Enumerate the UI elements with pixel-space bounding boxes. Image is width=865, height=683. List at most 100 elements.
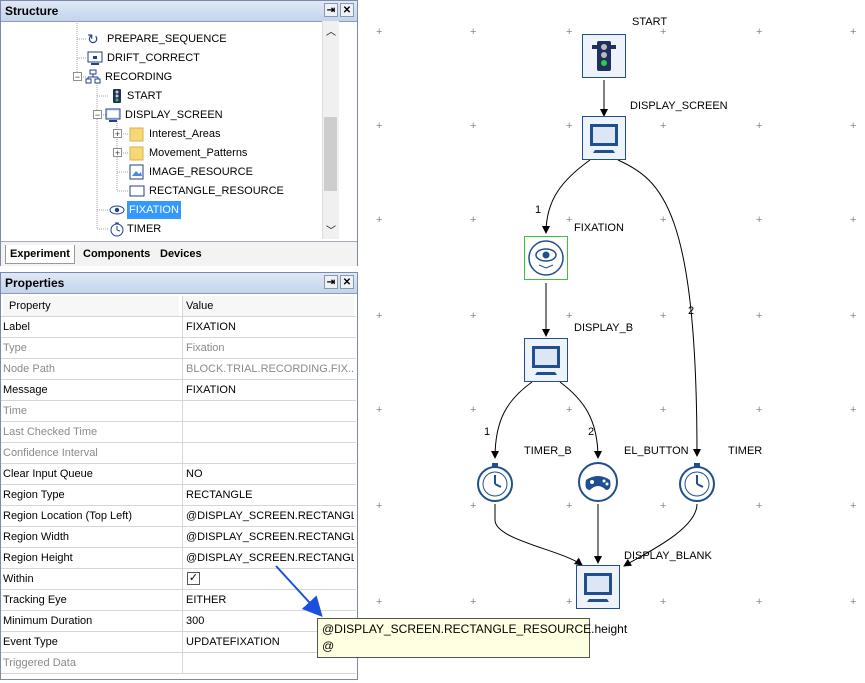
image-icon xyxy=(129,164,144,180)
grid-mark: + xyxy=(850,214,857,226)
table-row[interactable]: Last Checked Time xyxy=(1,422,356,443)
grid-mark: + xyxy=(660,120,667,132)
grid-mark: + xyxy=(376,500,383,512)
grid-mark: + xyxy=(566,214,573,226)
display-b-node[interactable] xyxy=(524,338,568,382)
edge-timerb-blank xyxy=(494,504,583,566)
pin-button[interactable]: ⇥ xyxy=(324,3,338,17)
grid-mark: + xyxy=(756,596,763,608)
grid-mark: + xyxy=(660,214,667,226)
monitor-icon xyxy=(87,51,103,65)
tooltip-line-1: @DISPLAY_SCREEN.RECTANGLE_RESOURCE.heigh… xyxy=(322,622,628,636)
table-row[interactable]: Triggered Data xyxy=(1,653,356,674)
edge-timer-blank xyxy=(623,503,698,567)
structure-tabs: Experiment Components Devices xyxy=(1,241,357,266)
tree-scrollbar[interactable]: ︿ ﹀ xyxy=(322,21,339,239)
properties-titlebar: Properties ⇥ ✕ xyxy=(1,273,357,294)
grid-mark: + xyxy=(376,120,383,132)
fixation-label: FIXATION xyxy=(574,222,624,234)
close-button[interactable]: ✕ xyxy=(340,275,354,289)
collapse-toggle[interactable]: − xyxy=(93,110,102,120)
grid-mark: + xyxy=(376,310,383,322)
timer-b-node[interactable] xyxy=(473,460,517,504)
edge-displayb-timerb xyxy=(491,381,533,459)
grid-mark: + xyxy=(850,596,857,608)
display-blank-node[interactable] xyxy=(576,565,620,609)
expand-toggle[interactable]: + xyxy=(113,148,122,158)
display-screen-label: DISPLAY_SCREEN xyxy=(630,100,728,112)
table-row[interactable]: Region Width@DISPLAY_SCREEN.RECTANGL... xyxy=(1,527,356,548)
table-row[interactable]: Region Height@DISPLAY_SCREEN.RECTANGL... xyxy=(1,548,356,569)
edge-label: 2 xyxy=(588,426,595,438)
edge-displayb-button xyxy=(559,381,602,459)
grid-mark: + xyxy=(376,214,383,226)
flow-canvas[interactable]: ++++++++++++++++++++++++++++++++++++++++… xyxy=(362,0,865,683)
edge-label: 2 xyxy=(688,305,695,317)
grid-mark: + xyxy=(660,26,667,38)
within-cell: ✓ xyxy=(182,569,354,589)
tab-experiment[interactable]: Experiment xyxy=(5,245,75,264)
grid-mark: + xyxy=(470,596,477,608)
fixation-node[interactable] xyxy=(524,236,568,280)
within-checkbox[interactable]: ✓ xyxy=(187,572,200,585)
timer-node[interactable] xyxy=(675,460,719,504)
pin-button[interactable]: ⇥ xyxy=(324,275,338,289)
collapse-toggle[interactable]: − xyxy=(73,72,82,82)
structure-title: Structure xyxy=(5,4,59,18)
grid-mark: + xyxy=(850,120,857,132)
grid-mark: + xyxy=(756,214,763,226)
structure-panel: Structure ⇥ ✕ xyxy=(0,0,358,266)
monitor-icon xyxy=(584,573,612,602)
grid-mark: + xyxy=(660,596,667,608)
table-row[interactable]: Region Location (Top Left)@DISPLAY_SCREE… xyxy=(1,506,356,527)
grid-mark: + xyxy=(756,404,763,416)
properties-title: Properties xyxy=(5,276,65,290)
expand-toggle[interactable]: + xyxy=(113,129,122,139)
display-screen-node[interactable] xyxy=(582,116,626,160)
stopwatch-icon xyxy=(477,463,513,502)
close-button[interactable]: ✕ xyxy=(340,3,354,17)
display-blank-label: DISPLAY_BLANK xyxy=(624,550,712,562)
table-row[interactable]: Within ✓ xyxy=(1,569,356,590)
tab-components[interactable]: Components xyxy=(83,248,151,260)
table-row[interactable]: Confidence Interval xyxy=(1,443,356,464)
grid-mark: + xyxy=(376,596,383,608)
grid-mark: + xyxy=(660,310,667,322)
el-button-label: EL_BUTTON xyxy=(624,445,689,457)
edge-display-timer xyxy=(617,159,701,457)
value-tooltip: @DISPLAY_SCREEN.RECTANGLE_RESOURCE.heigh… xyxy=(317,618,628,658)
table-row[interactable]: Time xyxy=(1,401,356,422)
grid-mark: + xyxy=(850,500,857,512)
scroll-down-icon[interactable]: ﹀ xyxy=(326,226,336,237)
grid-mark: + xyxy=(566,26,573,38)
header-value: Value xyxy=(182,296,354,316)
timer-label: TIMER xyxy=(728,445,763,457)
grid-mark: + xyxy=(850,310,857,322)
el-button-node[interactable] xyxy=(576,460,620,504)
tooltip-line-2: @ xyxy=(322,639,335,653)
scroll-thumb[interactable] xyxy=(324,117,337,191)
structure-titlebar: Structure ⇥ ✕ xyxy=(1,1,357,22)
grid-mark: + xyxy=(756,310,763,322)
tab-devices[interactable]: Devices xyxy=(160,248,202,260)
start-node[interactable] xyxy=(582,34,626,78)
scroll-up-icon[interactable]: ︿ xyxy=(326,27,336,38)
grid-mark: + xyxy=(850,404,857,416)
grid-mark: + xyxy=(566,404,573,416)
grid-mark: + xyxy=(756,500,763,512)
eye-icon xyxy=(109,205,125,215)
start-label: START xyxy=(632,16,668,28)
grid-mark: + xyxy=(470,120,477,132)
edge-display-fixation xyxy=(542,159,591,234)
